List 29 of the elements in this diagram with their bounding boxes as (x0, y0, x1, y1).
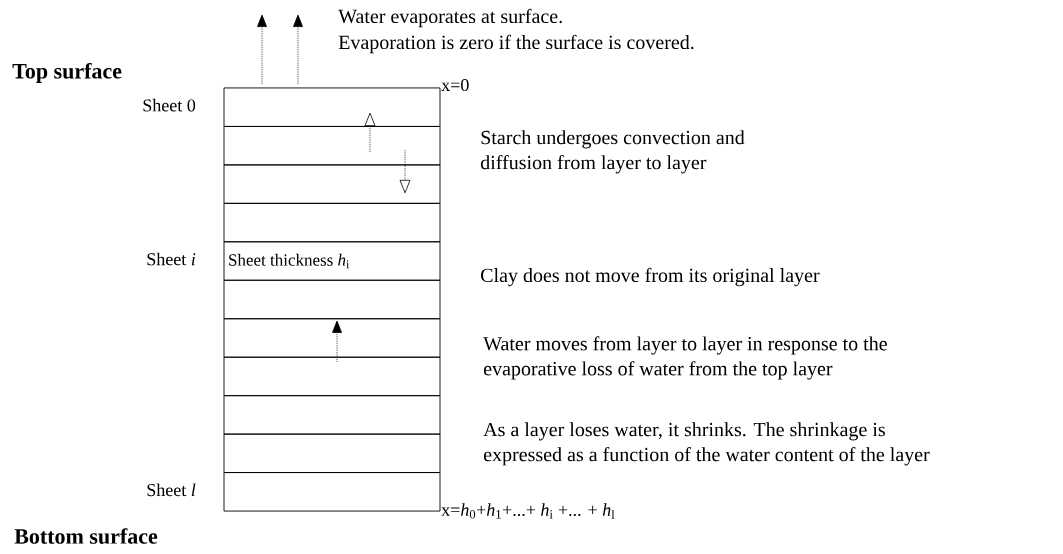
arrow (399, 149, 411, 194)
note-text: Water evaporates at surface. (338, 8, 562, 28)
layer-box (223, 356, 441, 397)
layer-box (223, 279, 441, 320)
arrow (364, 112, 376, 153)
sheet-label: Sheet 0 (143, 98, 196, 112)
note-text: Water moves from layer to layer in response to the evaporative loss of water from the top layer (483, 336, 887, 380)
position-label: x=h$_{0}$+h$_{1}$+...+ h$_{i}$ +... + h$_{l}$ (441, 503, 615, 519)
position-label: x=0 (441, 78, 469, 92)
note-text: As a layer loses water, it shrinks. The shrinkage is expressed as a function of the water content of the layer (483, 422, 930, 466)
sheet-label: Sheet i (147, 252, 196, 266)
layer-box (223, 395, 441, 435)
note-text: Starch undergoes convection and diffusion from layer to layer (480, 130, 745, 174)
sheet-label: Sheet l (147, 483, 196, 497)
surface-label: Top surface (12, 62, 122, 84)
layer-box: Sheet thickness h$_{i}$ (223, 241, 441, 281)
arrow (332, 320, 342, 363)
layer-box (223, 126, 441, 166)
layer-box (223, 433, 441, 473)
note-text: Clay does not move from its original layer (481, 267, 820, 287)
layer-box (223, 164, 441, 204)
layer-box (223, 87, 441, 127)
surface-label: Bottom surface (14, 528, 158, 544)
layer-box (223, 472, 441, 512)
note-text: Evaporation is zero if the surface is covered. (338, 34, 694, 54)
arrow (293, 14, 303, 85)
layer-box (223, 318, 441, 358)
arrow (257, 14, 267, 85)
layer-box (223, 202, 441, 243)
